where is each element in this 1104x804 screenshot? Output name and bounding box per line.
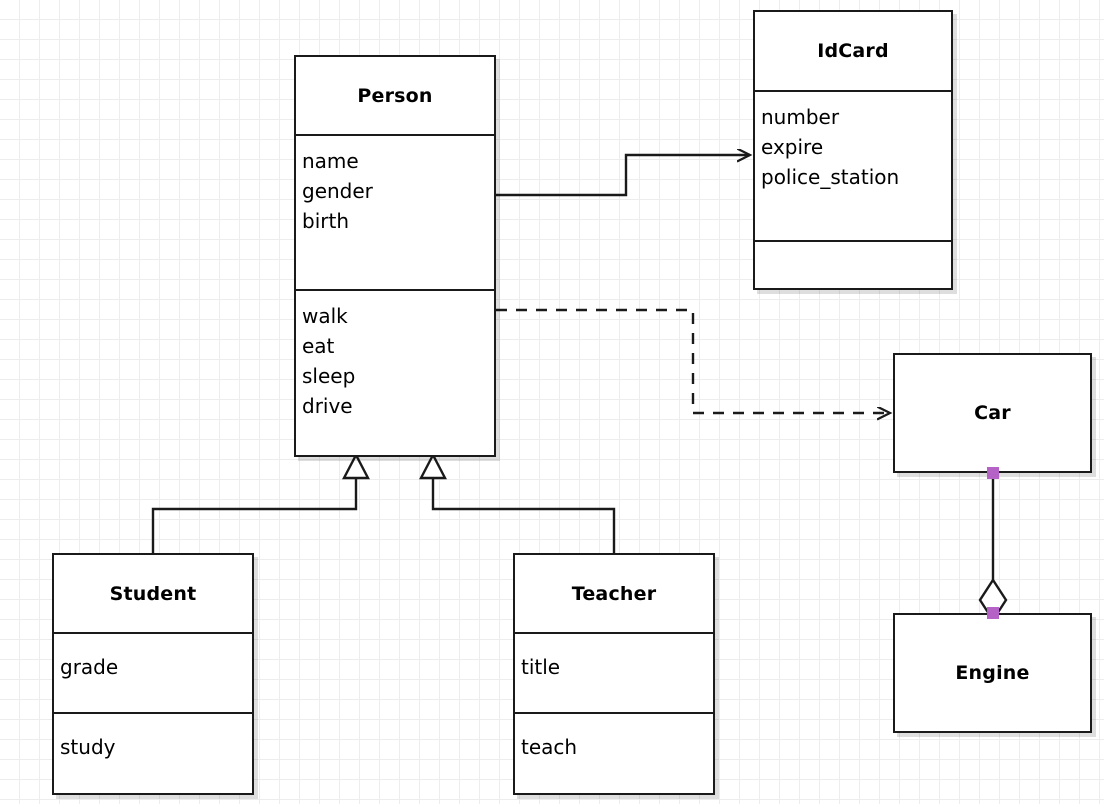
class-person-title: Person <box>296 57 494 134</box>
attribute: police_station <box>761 165 900 189</box>
class-student-operations: study <box>54 712 252 793</box>
class-idcard-operations <box>755 240 951 288</box>
operation: drive <box>302 394 353 418</box>
edge-person-car[interactable] <box>496 308 890 413</box>
class-idcard-attributes: number expire police_station <box>755 90 951 240</box>
class-engine[interactable]: Engine <box>893 613 1092 733</box>
edge-person-idcard[interactable] <box>496 155 750 197</box>
attribute: birth <box>302 209 349 233</box>
operation: eat <box>302 334 335 358</box>
attribute: number <box>761 105 840 129</box>
class-idcard-title: IdCard <box>755 12 951 90</box>
edge-student-person[interactable] <box>151 452 370 553</box>
class-car-name: Car <box>974 402 1011 424</box>
class-teacher-attributes: title <box>515 632 713 712</box>
class-teacher-operations: teach <box>515 712 713 793</box>
class-student-name: Student <box>109 582 197 605</box>
class-engine-title: Engine <box>895 615 1090 731</box>
attribute: gender <box>302 179 373 203</box>
class-teacher-name: Teacher <box>571 582 657 605</box>
attribute: grade <box>60 655 119 679</box>
class-idcard-name: IdCard <box>817 40 889 62</box>
connection-handle-engine-top[interactable] <box>987 607 999 619</box>
class-car-title: Car <box>895 355 1090 471</box>
class-student-attributes: grade <box>54 632 252 712</box>
class-student-title: Student <box>54 555 252 632</box>
operation: teach <box>521 735 578 759</box>
class-person-attributes: name gender birth <box>296 134 494 289</box>
edge-teacher-person[interactable] <box>419 452 616 553</box>
connection-handle-car-bottom[interactable] <box>987 467 999 479</box>
attribute: name <box>302 149 359 173</box>
class-idcard[interactable]: IdCard number expire police_station <box>753 10 953 290</box>
attribute: expire <box>761 135 824 159</box>
operation: sleep <box>302 364 356 388</box>
class-teacher[interactable]: Teacher title teach <box>513 553 715 795</box>
class-car[interactable]: Car <box>893 353 1092 473</box>
operation: study <box>60 735 116 759</box>
class-person[interactable]: Person name gender birth walk eat sleep … <box>294 55 496 457</box>
class-person-name: Person <box>357 84 433 107</box>
class-person-operations: walk eat sleep drive <box>296 289 494 455</box>
class-engine-name: Engine <box>955 662 1030 684</box>
attribute: title <box>521 655 561 679</box>
class-teacher-title: Teacher <box>515 555 713 632</box>
operation: walk <box>302 304 348 328</box>
class-student[interactable]: Student grade study <box>52 553 254 795</box>
edge-car-engine[interactable] <box>978 473 1008 623</box>
